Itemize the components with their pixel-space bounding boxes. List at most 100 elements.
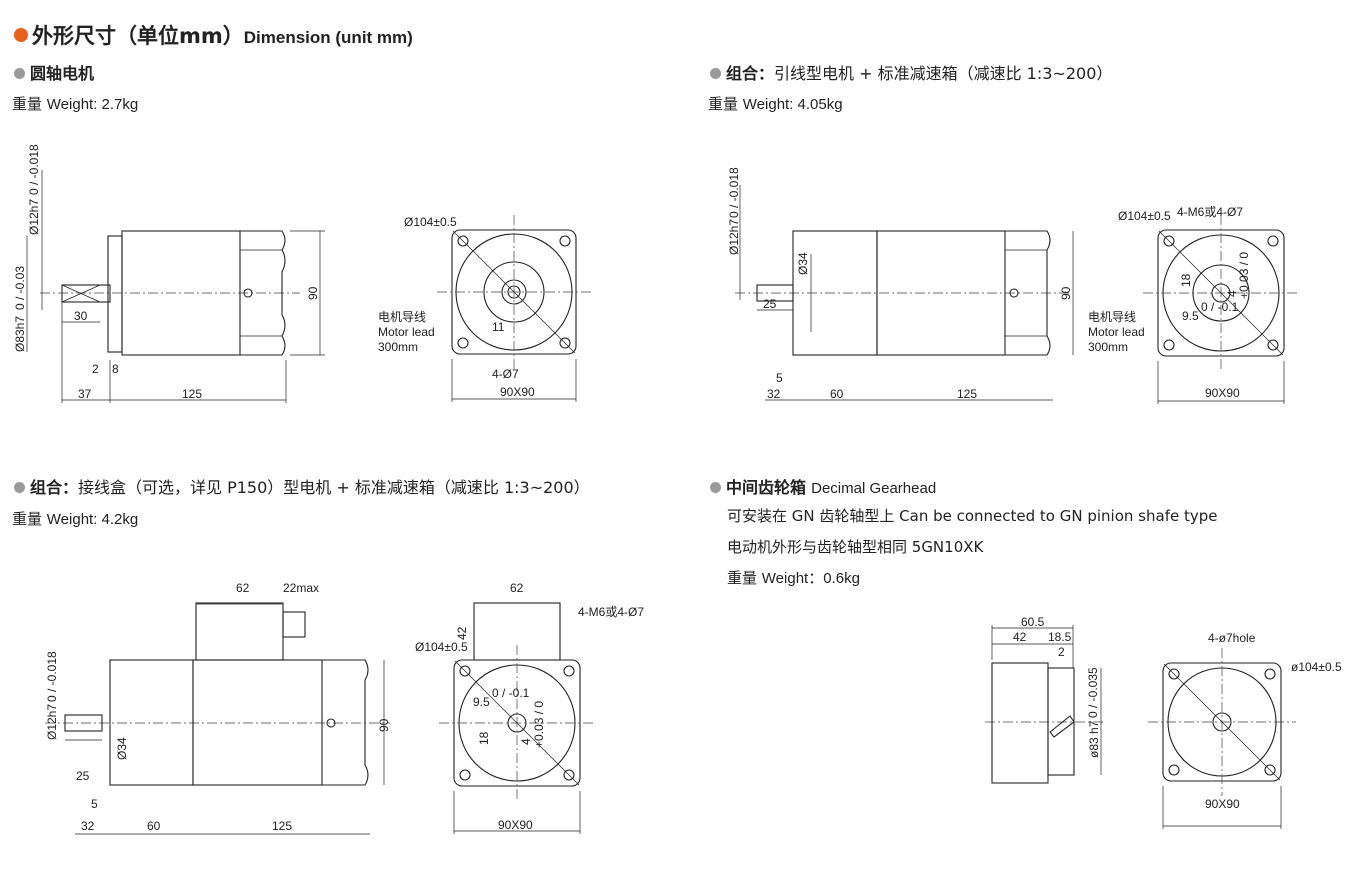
motor-lead-cn: 电机导线: [1088, 310, 1136, 324]
mounting-hole-icon: [457, 337, 469, 349]
motor-lead-length: 300mm: [378, 340, 418, 354]
pcd-line: [1158, 230, 1284, 356]
dim-shaft-dia: Ø12h7: [727, 219, 741, 255]
title-en: Dimension (unit mm): [243, 28, 413, 47]
weight-cn: 重量: [727, 569, 758, 587]
mounting-hole-icon: [559, 337, 571, 349]
mounting-hole-icon: [1163, 235, 1175, 247]
pcd-line: [454, 660, 580, 786]
page-title: 外形尺寸（单位mm）Dimension (unit mm): [14, 20, 413, 50]
dim-holes: 4-M6或4-Ø7: [1177, 205, 1243, 219]
dim-4-tol: +0.03 / 0: [532, 701, 546, 748]
dim-pilot-tol: 0 / -0.03: [13, 266, 27, 310]
mounting-hole-icon: [563, 769, 575, 781]
motor-lead-en: Motor lead: [1088, 325, 1145, 339]
dim-shaft-dia: Ø12h7: [45, 704, 59, 740]
section-2-weight: 重量 Weight: 4.05kg: [708, 93, 843, 114]
dim-60: 60: [147, 819, 161, 833]
section-4-weight: 重量 Weight：0.6kg: [727, 567, 860, 588]
motor-side-view-2: [735, 185, 1074, 401]
dim-18: 18: [1179, 273, 1193, 287]
dim-18-5: 18.5: [1048, 630, 1072, 644]
dim-pilot-dia: Ø83h7: [13, 316, 27, 352]
dim-42: 42: [455, 626, 469, 640]
section-3-weight: 重量 Weight: 4.2kg: [12, 508, 138, 529]
mounting-hole-icon: [459, 769, 471, 781]
mounting-hole-icon: [1267, 235, 1279, 247]
weight-en: Weight: 4.2kg: [46, 511, 139, 528]
dim-pcd: Ø104±0.5: [1118, 209, 1171, 223]
dim-125: 125: [182, 387, 202, 401]
section-title-bold: 中间齿轮箱: [726, 478, 807, 497]
dim-125: 125: [272, 819, 292, 833]
mounting-hole-icon: [563, 665, 575, 677]
dim-square: 90X90: [500, 385, 535, 399]
section-title-text: 圆轴电机: [30, 64, 95, 83]
motor-front-view-2: [1143, 215, 1299, 404]
inner-circle: [483, 261, 545, 323]
pcd-line: [1163, 663, 1281, 781]
dim-62-front: 62: [510, 581, 524, 595]
dim-11: 11: [492, 320, 505, 334]
section-4-line1: 可安装在 GN 齿轮轴型上 Can be connected to GN pin…: [727, 507, 1218, 525]
dim-9-5: 9.5: [1182, 309, 1199, 323]
section-title-rest: Decimal Gearhead: [811, 480, 937, 497]
dim-9-5-tol: 0 / -0.1: [492, 686, 530, 700]
inner-circle: [501, 279, 527, 305]
weight-en: Weight：0.6kg: [761, 570, 860, 587]
section-title-rest: 接线盒（可选，详见 P150）型电机 + 标准减速箱（减速比 1:3~200）: [78, 478, 590, 497]
bullet-icon: [14, 28, 28, 42]
pcd-line: [452, 230, 576, 354]
mounting-hole-icon: [459, 665, 471, 677]
dim-25: 25: [76, 769, 90, 783]
gearhead-front-view: [1148, 648, 1296, 829]
dim-pcd: ø104±0.5: [1291, 660, 1342, 674]
mounting-hole-icon: [1267, 339, 1279, 351]
dim-pcd: Ø104±0.5: [415, 640, 468, 654]
dim-32: 32: [81, 819, 95, 833]
dim-shaft-tol: 0 / -0.018: [727, 167, 741, 218]
mounting-hole-icon: [1163, 339, 1175, 351]
dim-pilot: ø83 h7: [1087, 720, 1101, 758]
dim-2: 2: [1058, 645, 1065, 659]
weight-en: Weight: 4.05kg: [742, 96, 843, 113]
mounting-hole-icon: [1264, 668, 1276, 680]
bullet-icon: [710, 68, 721, 79]
motor-side-view-1: [26, 170, 325, 403]
section-title-bold: 组合：: [726, 64, 775, 83]
inner-circle: [507, 285, 521, 299]
section-title-bold: 组合：: [30, 478, 79, 497]
dim-9-5: 9.5: [473, 695, 490, 709]
dim-square: 90X90: [1205, 386, 1240, 400]
mounting-hole-icon: [559, 235, 571, 247]
dim-42: 42: [1013, 630, 1027, 644]
mounting-hole-icon: [457, 235, 469, 247]
dim-shaft-tol: 0 / -0.018: [45, 651, 59, 702]
section-title-rest: 引线型电机 + 标准减速箱（减速比 1:3~200）: [774, 64, 1113, 83]
dim-5: 5: [91, 797, 98, 811]
dim-8: 8: [112, 362, 119, 376]
bullet-icon: [14, 482, 25, 493]
dim-holes: 4-Ø7: [492, 367, 519, 381]
weight-cn: 重量: [12, 510, 43, 528]
dim-90: 90: [377, 718, 391, 732]
dim-holes: 4-ø7hole: [1208, 631, 1256, 645]
weight-en: Weight: 2.7kg: [46, 96, 139, 113]
section-1-weight: 重量 Weight: 2.7kg: [12, 93, 138, 114]
motor-lead-cn: 电机导线: [378, 310, 426, 324]
dim-pilot-tol: 0 / -0.035: [1086, 667, 1100, 718]
motor-front-view-3: [439, 602, 595, 834]
section-3-title: 组合：接线盒（可选，详见 P150）型电机 + 标准减速箱（减速比 1:3~20…: [14, 474, 590, 498]
dim-square: 90X90: [1205, 797, 1240, 811]
mounting-hole-icon: [1264, 764, 1276, 776]
dim-34: Ø34: [796, 252, 810, 275]
dim-18: 18: [477, 731, 491, 745]
mounting-hole-icon: [1168, 668, 1180, 680]
dim-shaft-dia: Ø12h7: [27, 199, 41, 235]
junction-box: [473, 602, 561, 661]
inner-circle: [1212, 712, 1232, 732]
bullet-icon: [14, 68, 25, 79]
dim-4: 4: [1225, 290, 1239, 297]
dim-90: 90: [306, 286, 320, 300]
dim-90: 90: [1059, 286, 1073, 300]
